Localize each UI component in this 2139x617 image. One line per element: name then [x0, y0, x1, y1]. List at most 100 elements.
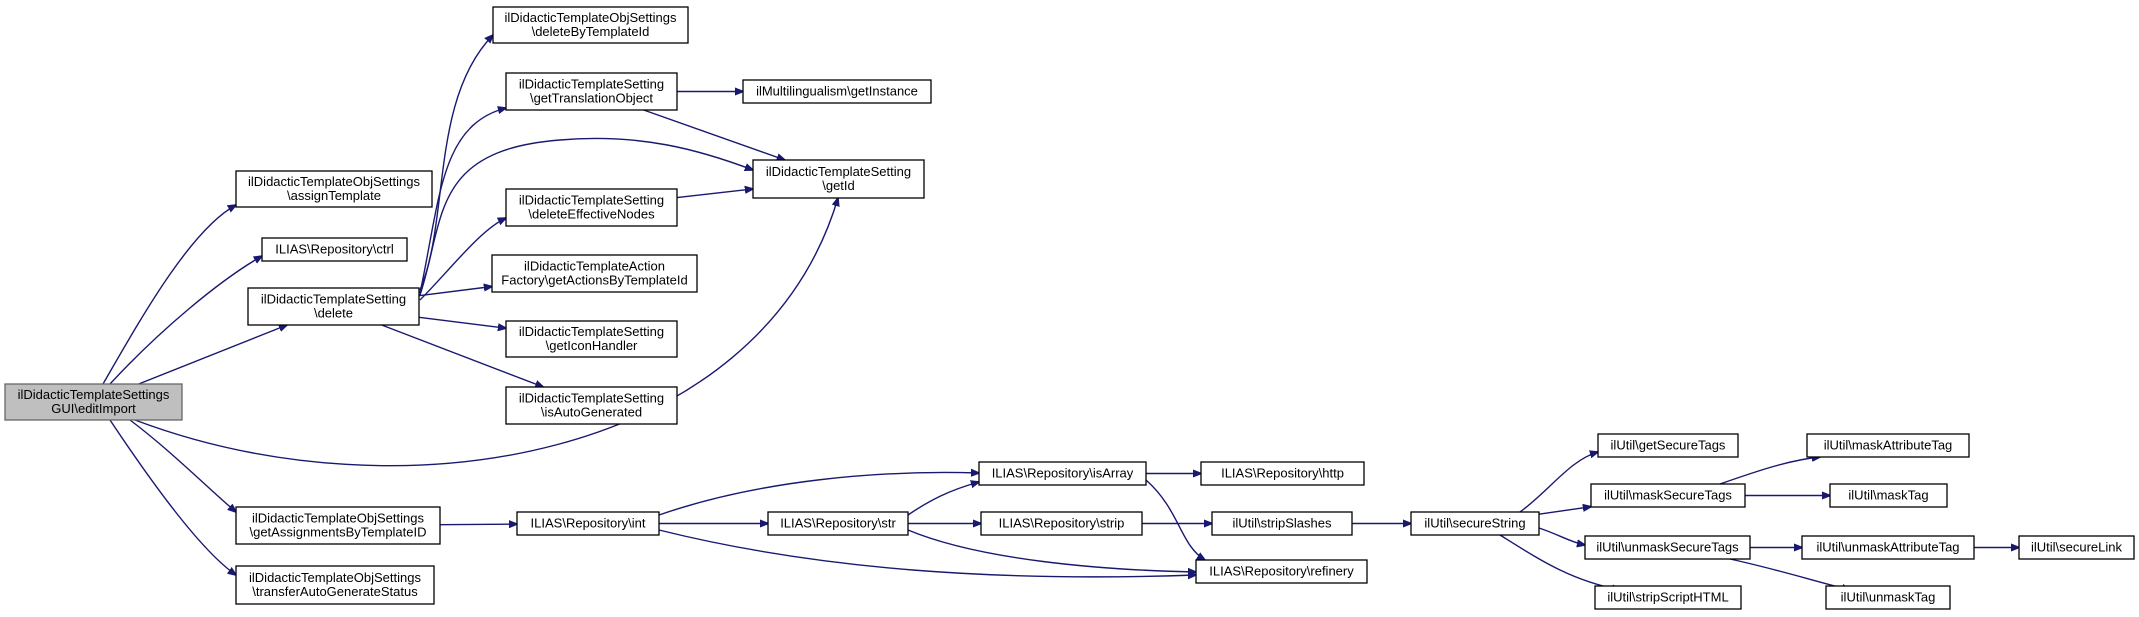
- node-label: \transferAutoGenerateStatus: [252, 584, 418, 599]
- node-label: ilUtil\unmaskSecureTags: [1596, 540, 1739, 555]
- node-box: [505, 386, 678, 425]
- edge-delEff-to-getId: [676, 189, 753, 199]
- edge-unmaskSecureTags-to-unmaskTag: [1729, 558, 1850, 590]
- edge-root-to-setDelete: [138, 325, 287, 385]
- node-box: [1410, 511, 1540, 536]
- edge-setDelete-to-iconHandler: [418, 316, 506, 328]
- edges: [102, 35, 2019, 590]
- node-getId[interactable]: ilDidacticTemplateSetting\getId: [752, 159, 925, 199]
- node-label: ilDidacticTemplateSetting: [519, 324, 664, 339]
- edge-str-to-isArray: [907, 482, 979, 516]
- node-box: [247, 287, 420, 326]
- node-stripScriptHTML[interactable]: ilUtil\stripScriptHTML: [1594, 585, 1742, 610]
- node-box: [1806, 433, 1970, 458]
- node-box: [1594, 585, 1742, 610]
- node-box: [235, 170, 433, 208]
- node-box: [4, 383, 183, 421]
- node-label: ILIAS\Repository\http: [1221, 466, 1344, 481]
- node-label: ilUtil\stripScriptHTML: [1607, 590, 1728, 605]
- node-maskTag[interactable]: ilUtil\maskTag: [1829, 483, 1948, 508]
- node-box: [980, 511, 1143, 536]
- node-label: \deleteEffectiveNodes: [528, 207, 655, 222]
- node-unmaskTag[interactable]: ilUtil\unmaskTag: [1825, 585, 1951, 610]
- node-isArray[interactable]: ILIAS\Repository\isArray: [978, 461, 1147, 486]
- node-label: ilDidacticTemplateSetting: [766, 164, 911, 179]
- node-label: ilUtil\maskSecureTags: [1604, 488, 1732, 503]
- node-actFactory[interactable]: ilDidacticTemplateActionFactory\getActio…: [491, 254, 698, 293]
- node-label: ilDidacticTemplateSettings: [18, 387, 170, 402]
- node-iconHandler[interactable]: ilDidacticTemplateSetting\getIconHandler: [505, 320, 678, 358]
- node-ctrl[interactable]: ILIAS\Repository\ctrl: [261, 237, 408, 262]
- node-autoGen[interactable]: ilDidacticTemplateSetting\isAutoGenerate…: [505, 386, 678, 425]
- edge-maskSecureTags-to-maskAttributeTag: [1719, 457, 1820, 485]
- edge-int-to-refinery: [658, 529, 1196, 577]
- node-objDelete[interactable]: ilDidacticTemplateObjSettings\deleteByTe…: [492, 6, 689, 44]
- node-label: ilDidacticTemplateObjSettings: [248, 174, 420, 189]
- node-label: ILIAS\Repository\isArray: [992, 466, 1134, 481]
- edge-root-to-objAssign: [102, 205, 236, 385]
- node-unmaskAttributeTag[interactable]: ilUtil\unmaskAttributeTag: [1801, 535, 1975, 560]
- node-refinery[interactable]: ILIAS\Repository\refinery: [1195, 559, 1368, 584]
- node-strip[interactable]: ILIAS\Repository\strip: [980, 511, 1143, 536]
- node-secureLink[interactable]: ilUtil\secureLink: [2018, 535, 2135, 560]
- node-label: ilUtil\maskTag: [1848, 488, 1928, 503]
- node-box: [491, 254, 698, 293]
- node-delEff[interactable]: ilDidacticTemplateSetting\deleteEffectiv…: [505, 188, 678, 227]
- node-multi[interactable]: ilMultilingualism\getInstance: [742, 79, 932, 104]
- node-label: \assignTemplate: [287, 188, 381, 203]
- node-getSecureTags[interactable]: ilUtil\getSecureTags: [1597, 433, 1739, 458]
- node-box: [752, 159, 925, 199]
- node-setDelete[interactable]: ilDidacticTemplateSetting\delete: [247, 287, 420, 326]
- node-label: ilUtil\unmaskAttributeTag: [1816, 540, 1959, 555]
- edge-setDelete-to-getTrans: [419, 108, 506, 294]
- node-box: [1590, 483, 1746, 508]
- node-maskAttributeTag[interactable]: ilUtil\maskAttributeTag: [1806, 433, 1970, 458]
- node-label: ilDidacticTemplateSetting: [519, 77, 664, 92]
- node-box: [1584, 535, 1751, 560]
- edge-isArray-to-refinery: [1145, 479, 1205, 560]
- node-label: \isAutoGenerated: [541, 405, 642, 420]
- node-label: GUI\editImport: [51, 401, 136, 416]
- node-box: [505, 320, 678, 358]
- node-label: ilDidacticTemplateObjSettings: [505, 10, 677, 25]
- node-objAssign[interactable]: ilDidacticTemplateObjSettings\assignTemp…: [235, 170, 433, 208]
- node-unmaskSecureTags[interactable]: ilUtil\unmaskSecureTags: [1584, 535, 1751, 560]
- node-label: ilDidacticTemplateSetting: [261, 292, 406, 307]
- node-label: ilMultilingualism\getInstance: [756, 84, 918, 99]
- edge-secureString-to-unmaskSecureTags: [1538, 527, 1585, 545]
- node-getTrans[interactable]: ilDidacticTemplateSetting\getTranslation…: [505, 72, 678, 111]
- node-http[interactable]: ILIAS\Repository\http: [1200, 461, 1365, 486]
- node-str[interactable]: ILIAS\Repository\str: [767, 511, 909, 536]
- node-int[interactable]: ILIAS\Repository\int: [516, 511, 660, 536]
- node-secureString[interactable]: ilUtil\secureString: [1410, 511, 1540, 536]
- node-label: \delete: [314, 306, 353, 321]
- node-label: ilUtil\maskAttributeTag: [1824, 438, 1953, 453]
- node-box: [1195, 559, 1368, 584]
- node-label: ILIAS\Repository\int: [531, 516, 646, 531]
- node-box: [1825, 585, 1951, 610]
- node-box: [1200, 461, 1365, 486]
- node-maskSecureTags[interactable]: ilUtil\maskSecureTags: [1590, 483, 1746, 508]
- node-transfer[interactable]: ilDidacticTemplateObjSettings\transferAu…: [235, 565, 435, 605]
- node-box: [261, 237, 408, 262]
- node-getAssign[interactable]: ilDidacticTemplateObjSettings\getAssignm…: [235, 506, 441, 545]
- node-box: [516, 511, 660, 536]
- edge-secureString-to-maskSecureTags: [1538, 507, 1591, 515]
- nodes: ilDidacticTemplateSettingsGUI\editImport…: [4, 6, 2135, 610]
- edge-getTrans-to-getId: [643, 109, 785, 160]
- edge-setDelete-to-delEff: [419, 218, 506, 301]
- edge-setDelete-to-getId: [419, 137, 753, 296]
- node-box: [2018, 535, 2135, 560]
- node-stripSlashes[interactable]: ilUtil\stripSlashes: [1211, 511, 1353, 536]
- node-label: \getAssignmentsByTemplateID: [249, 525, 426, 540]
- node-box: [742, 79, 932, 104]
- edge-setDelete-to-actFactory: [418, 287, 492, 297]
- node-box: [978, 461, 1147, 486]
- node-label: ilUtil\stripSlashes: [1233, 516, 1332, 531]
- edge-root-to-getAssign: [129, 419, 236, 512]
- edge-root-to-ctrl: [109, 256, 262, 385]
- node-label: ILIAS\Repository\refinery: [1209, 564, 1354, 579]
- node-label: ilDidacticTemplateSetting: [519, 391, 664, 406]
